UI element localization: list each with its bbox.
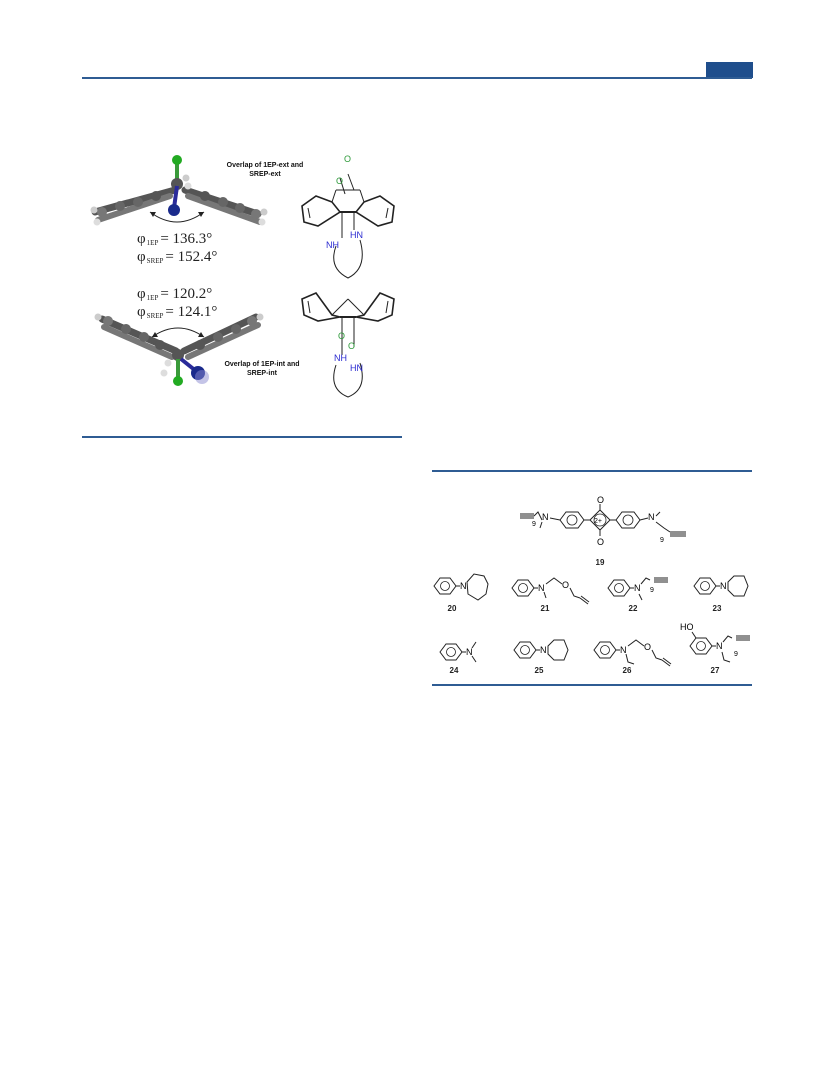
angle-arrow-ext [149,211,205,223]
left-wing-int [94,313,180,360]
figure-right-bottom-rule [432,684,752,686]
compound-23-number: 23 [712,604,722,613]
compound-22-number: 22 [628,604,638,613]
svg-text:O: O [644,642,651,652]
compound-21-number: 21 [540,604,550,613]
compound-24-number: 24 [449,666,459,675]
phi-1ep-ext: φ1EP= 136.3° [137,231,213,247]
right-wing-int [180,313,264,360]
compound-23-structure: N [693,575,749,597]
compound-24-structure: N [439,641,477,663]
structure-int: O O NH HN [301,292,395,398]
compound-27-structure: HO N 9 [680,622,750,663]
svg-text:O: O [348,341,355,351]
svg-text:NH: NH [326,240,339,250]
molecule-model-ext [90,155,268,226]
svg-text:HN: HN [350,363,363,373]
compound-25-number: 25 [534,666,544,675]
compound-19-number: 19 [595,558,605,567]
svg-text:2+: 2+ [594,518,602,525]
svg-text:N: N [538,583,545,593]
svg-text:9: 9 [660,537,664,544]
angle-arrow-int [151,327,205,338]
compound-26-number: 26 [622,666,632,675]
phi-1ep-int: φ1EP= 120.2° [137,286,213,302]
compound-19-structure: 9 N 2+ O O N 9 [520,495,686,547]
compound-22-structure: N 9 [607,577,668,601]
phi-srep-ext: φSREP= 152.4° [137,249,218,265]
compound-21-structure: N O [511,577,590,605]
svg-text:N: N [634,583,641,593]
svg-text:N: N [620,645,627,655]
svg-text:N: N [466,647,473,657]
svg-text:NH: NH [334,353,347,363]
structure-ext: O O NH HN [301,154,395,279]
svg-text:O: O [338,331,345,341]
svg-text:N: N [460,581,467,591]
svg-text:O: O [597,537,604,547]
compound-25-structure: N [513,639,569,661]
svg-text:9: 9 [650,587,654,594]
svg-text:N: N [648,512,655,522]
figure-left-bottom-rule [82,436,402,438]
svg-text:N: N [542,512,549,522]
figure-right-top-rule [432,470,752,472]
svg-text:O: O [336,176,343,186]
header-rule [82,77,752,79]
svg-text:N: N [720,581,727,591]
svg-text:N: N [716,641,723,651]
svg-text:HO: HO [680,622,694,632]
header-tab [706,62,753,78]
overlap-caption-ext: Overlap of 1EP-ext and SREP-ext [226,162,304,178]
svg-text:O: O [344,154,351,164]
compound-26-structure: N O [593,639,672,667]
right-wing-ext [181,186,268,226]
svg-text:O: O [562,580,569,590]
compound-20-structure: N [433,573,489,601]
overlap-caption-int: Overlap of 1EP-int and SREP-int [224,361,300,377]
svg-text:9: 9 [734,651,738,658]
svg-text:O: O [597,495,604,505]
svg-text:HN: HN [350,230,363,240]
svg-text:9: 9 [532,521,536,528]
left-wing-ext [90,186,179,226]
molecule-model-int [94,313,264,386]
svg-text:N: N [540,645,547,655]
compound-27-number: 27 [710,666,720,675]
compound-20-number: 20 [447,604,457,613]
phi-srep-int: φSREP= 124.1° [137,304,218,320]
